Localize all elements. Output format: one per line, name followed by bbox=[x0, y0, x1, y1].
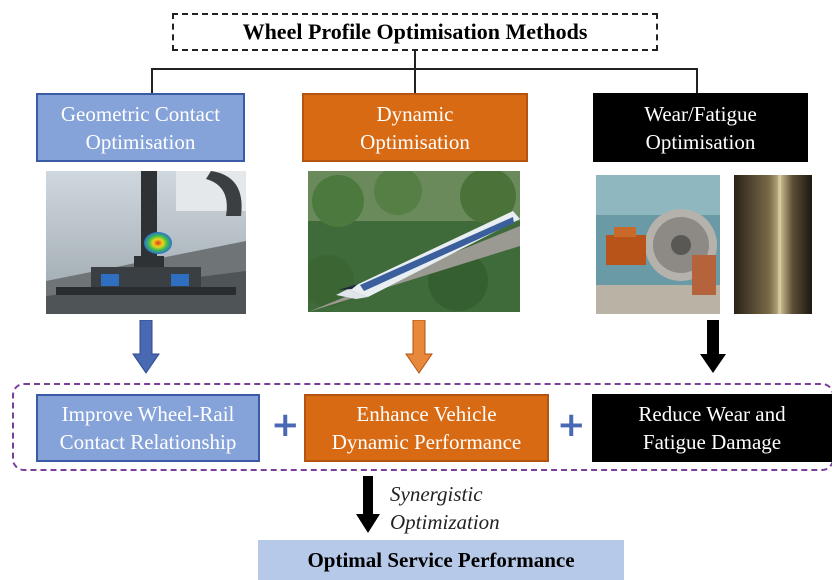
arrow-blue-icon bbox=[132, 320, 160, 374]
result-box: Optimal Service Performance bbox=[258, 540, 624, 580]
plus-sign-2: + bbox=[557, 405, 586, 445]
outcome-wear-fatigue: Reduce Wear and Fatigue Damage bbox=[592, 394, 832, 462]
arrow-orange-icon bbox=[405, 320, 433, 374]
wear-test-rig-image bbox=[596, 175, 720, 314]
synergy-label: Synergistic Optimization bbox=[390, 482, 500, 534]
arrow-black-icon bbox=[700, 320, 726, 373]
method-dynamic: Dynamic Optimisation bbox=[302, 93, 528, 162]
outcome-dynamic-performance: Enhance Vehicle Dynamic Performance bbox=[304, 394, 549, 462]
plus-sign-1: + bbox=[271, 405, 300, 445]
outcome-contact-relationship: Improve Wheel-Rail Contact Relationship bbox=[36, 394, 260, 462]
method-geometric-contact: Geometric Contact Optimisation bbox=[36, 93, 245, 162]
high-speed-train-image bbox=[308, 171, 520, 312]
diagram-title: Wheel Profile Optimisation Methods bbox=[172, 13, 658, 51]
wheel-rail-contact-image bbox=[46, 171, 246, 314]
outcomes-frame bbox=[12, 383, 832, 471]
arrow-down-synergy-icon bbox=[356, 476, 380, 533]
worn-wheel-surface-image bbox=[734, 175, 812, 314]
method-wear-fatigue: Wear/Fatigue Optimisation bbox=[593, 93, 808, 162]
